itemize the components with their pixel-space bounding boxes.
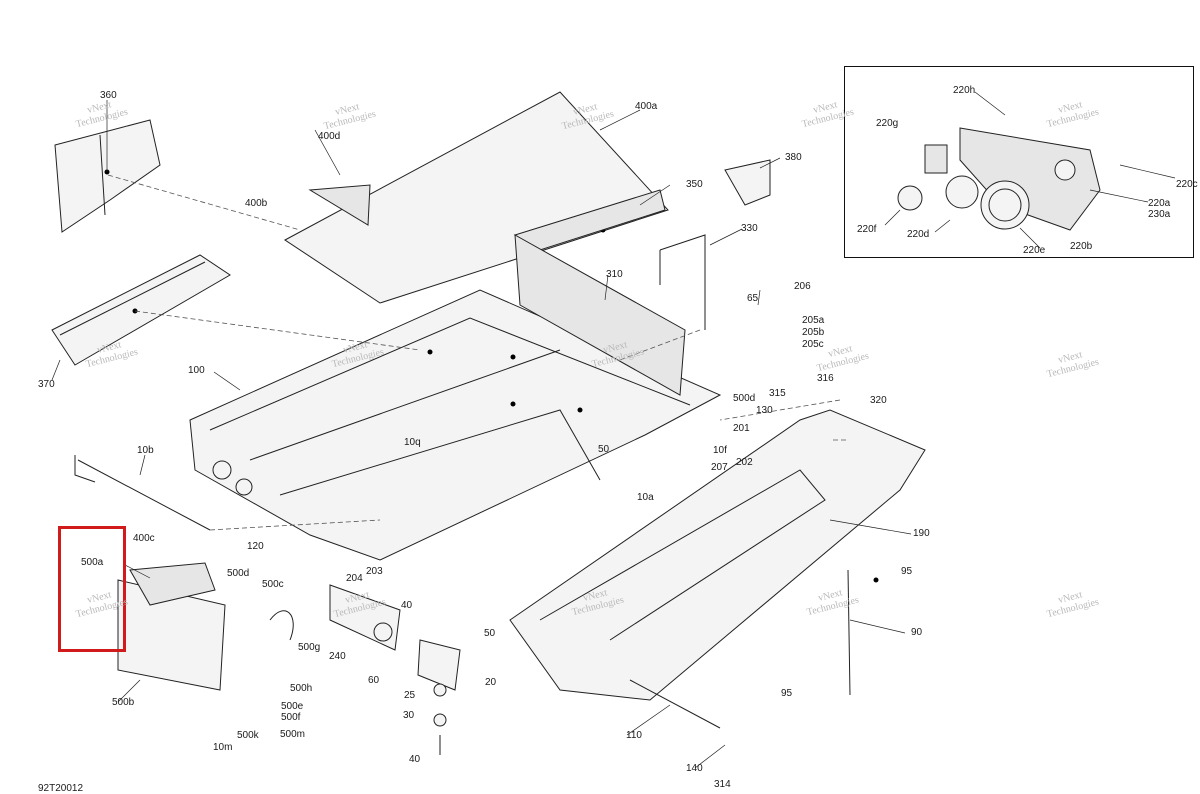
callout-10a[interactable]: 10a — [637, 492, 654, 503]
callout-206[interactable]: 206 — [794, 281, 811, 292]
callout-190[interactable]: 190 — [913, 528, 930, 539]
callout-220c[interactable]: 220c — [1176, 179, 1198, 190]
panel-360 — [54, 119, 161, 233]
main-tub-100 — [189, 289, 722, 561]
callout-360[interactable]: 360 — [100, 90, 117, 101]
callout-314[interactable]: 314 — [714, 779, 731, 790]
lamp-detail-inset — [844, 66, 1194, 258]
callout-120[interactable]: 120 — [247, 541, 264, 552]
callout-220b[interactable]: 220b — [1070, 241, 1093, 252]
callout-110[interactable]: 110 — [626, 730, 642, 741]
tray-370 — [51, 254, 231, 366]
highlight-box — [58, 526, 126, 652]
callout-500g[interactable]: 500g — [298, 642, 321, 653]
callout-10f[interactable]: 10f — [713, 445, 727, 456]
callout-50[interactable]: 50 — [484, 628, 496, 639]
callout-30[interactable]: 30 — [403, 710, 415, 721]
callout-220h[interactable]: 220h — [953, 85, 976, 96]
callout-380[interactable]: 380 — [785, 152, 802, 163]
callout-316[interactable]: 316 — [817, 373, 834, 384]
bracket-400b — [308, 184, 371, 226]
callout-10m[interactable]: 10m — [213, 742, 233, 753]
callout-65[interactable]: 65 — [747, 293, 759, 304]
callout-400a[interactable]: 400a — [635, 101, 658, 112]
callout-40[interactable]: 40 — [401, 600, 413, 611]
callout-205a[interactable]: 205a — [802, 315, 825, 326]
callout-95[interactable]: 95 — [901, 566, 913, 577]
callout-400d[interactable]: 400d — [318, 131, 341, 142]
plate-500b — [117, 579, 226, 691]
callout-130[interactable]: 130 — [756, 405, 773, 416]
callout-100[interactable]: 100 — [188, 365, 205, 376]
callout-60[interactable]: 60 — [368, 675, 380, 686]
callout-500d[interactable]: 500d — [733, 393, 756, 404]
callout-220f[interactable]: 220f — [857, 224, 877, 235]
callout-400c[interactable]: 400c — [133, 533, 155, 544]
callout-500c[interactable]: 500c — [262, 579, 284, 590]
strut-90 — [847, 569, 851, 696]
callout-500f[interactable]: 500f — [281, 712, 301, 723]
callout-500a[interactable]: 500a — [81, 557, 104, 568]
callout-50[interactable]: 50 — [598, 444, 610, 455]
callout-350[interactable]: 350 — [686, 179, 703, 190]
callout-40[interactable]: 40 — [409, 754, 421, 765]
callout-500d[interactable]: 500d — [227, 568, 250, 579]
callout-201[interactable]: 201 — [733, 423, 750, 434]
callout-230a[interactable]: 230a — [1148, 209, 1171, 220]
callout-207[interactable]: 207 — [711, 462, 728, 473]
callout-90[interactable]: 90 — [911, 627, 923, 638]
side-rail-190 — [509, 409, 926, 701]
lamp-bracket — [959, 127, 1101, 231]
rear-wall-310 — [514, 234, 686, 396]
callout-205c[interactable]: 205c — [802, 339, 824, 350]
rod-10b — [74, 455, 211, 531]
callout-500e[interactable]: 500e — [281, 701, 304, 712]
shaft-110 — [629, 679, 721, 729]
callout-10q[interactable]: 10q — [404, 437, 421, 448]
callout-220g[interactable]: 220g — [876, 118, 899, 129]
callout-140[interactable]: 140 — [686, 763, 703, 774]
callout-500m[interactable]: 500m — [280, 729, 306, 740]
callout-203[interactable]: 203 — [366, 566, 383, 577]
callout-500k[interactable]: 500k — [237, 730, 259, 741]
callout-10b[interactable]: 10b — [137, 445, 154, 456]
callout-202[interactable]: 202 — [736, 457, 753, 468]
callout-25[interactable]: 25 — [404, 690, 416, 701]
callout-310[interactable]: 310 — [606, 269, 623, 280]
callout-205b[interactable]: 205b — [802, 327, 825, 338]
callout-204[interactable]: 204 — [346, 573, 363, 584]
callout-220e[interactable]: 220e — [1023, 245, 1046, 256]
callout-400b[interactable]: 400b — [245, 198, 268, 209]
callout-220a[interactable]: 220a — [1148, 198, 1171, 209]
callout-330[interactable]: 330 — [741, 223, 758, 234]
callout-500h[interactable]: 500h — [290, 683, 313, 694]
part-380 — [724, 159, 771, 206]
callout-370[interactable]: 370 — [38, 379, 55, 390]
callout-220d[interactable]: 220d — [907, 229, 930, 240]
callout-315[interactable]: 315 — [769, 388, 786, 399]
deck-400a — [284, 91, 669, 304]
callout-20[interactable]: 20 — [485, 677, 497, 688]
diagram-code: 92T20012 — [38, 783, 84, 794]
callout-240[interactable]: 240 — [329, 651, 346, 662]
callout-95[interactable]: 95 — [781, 688, 793, 699]
callout-320[interactable]: 320 — [870, 395, 887, 406]
handle-330 — [659, 234, 706, 330]
bracket-400c — [129, 562, 216, 606]
callout-500b[interactable]: 500b — [112, 697, 135, 708]
